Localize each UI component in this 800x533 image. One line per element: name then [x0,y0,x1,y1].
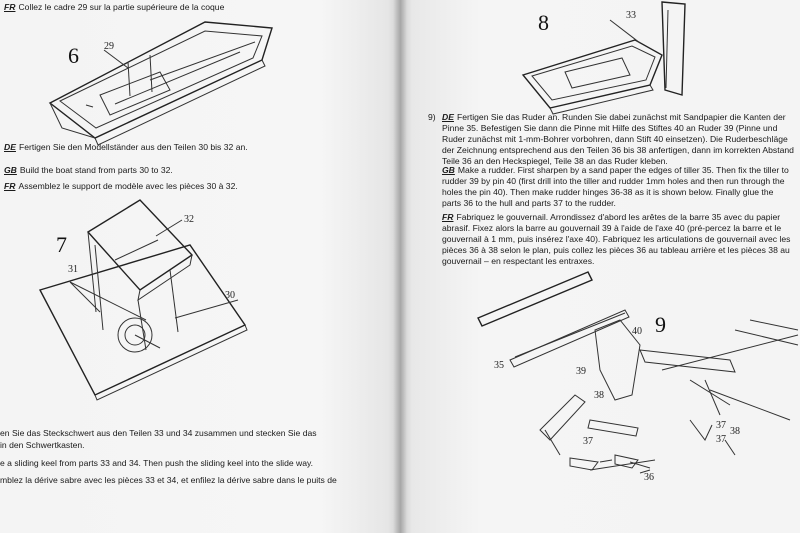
stand-instruction-text: Assemblez le support de modèle avec les … [18,181,238,191]
book-gutter-shadow [393,0,407,533]
step7-callout-32: 32 [184,214,194,225]
stand-instruction-text: Fertigen Sie den Modellständer aus den T… [18,142,248,152]
lang-tag: GB [442,165,455,175]
step7-number: 7 [56,232,67,257]
rudder-instruction-text: Make a rudder. First sharpen by a sand p… [442,165,789,208]
keel-instruction-line: mblez la dérive sabre avec les pièces 33… [0,475,337,485]
step6-number: 6 [68,43,79,68]
rudder-instruction-text: Fabriquez le gouvernail. Arrondissez d'a… [442,212,791,266]
rudder-instruction-text: Fertigen Sie das Ruder an. Runden Sie da… [442,112,794,166]
step9-number: 9 [655,312,666,337]
left-page-drawings [38,21,273,401]
right-page-drawings [477,1,799,474]
lang-tag: FR [4,2,16,12]
stand-instruction-text: Build the boat stand from parts 30 to 32… [19,165,173,175]
step8-hull-drawing [521,1,686,115]
lang-tag: FR [442,212,454,222]
lang-tag: GB [4,165,17,175]
step6-callout-29: 29 [104,41,114,52]
step9-callout-37: 37 [716,420,726,431]
step7-callout-31: 31 [68,264,78,275]
step7-callout-30: 30 [225,290,235,301]
lang-tag: FR [4,181,16,191]
step8-number: 8 [538,10,549,35]
step9-callout-36: 36 [644,472,654,483]
step9-callout-38: 38 [594,390,604,401]
step9-callout-39: 39 [576,366,586,377]
step9-label: 9) [428,112,436,122]
keel-instruction-line: en Sie das Steckschwert aus den Teilen 3… [0,428,317,438]
keel-instruction-line: e a sliding keel from parts 33 and 34. T… [0,458,314,468]
lang-tag: DE [442,112,454,122]
step8-callout-33: 33 [626,10,636,21]
step9-callout-37: 37 [716,434,726,445]
step9-callout-35: 35 [494,360,504,371]
lang-tag: DE [4,142,16,152]
step9-callout-40: 40 [632,326,642,337]
keel-instruction-line: in den Schwertkasten. [0,440,85,450]
step9-callout-38: 38 [730,426,740,437]
step9-callout-37: 37 [583,436,593,447]
step9-rudder-drawing [477,271,799,474]
step6-hull-drawing [48,21,273,146]
step7-stand-drawing [38,199,248,401]
step6-header-text: Collez le cadre 29 sur la partie supérie… [18,2,225,12]
